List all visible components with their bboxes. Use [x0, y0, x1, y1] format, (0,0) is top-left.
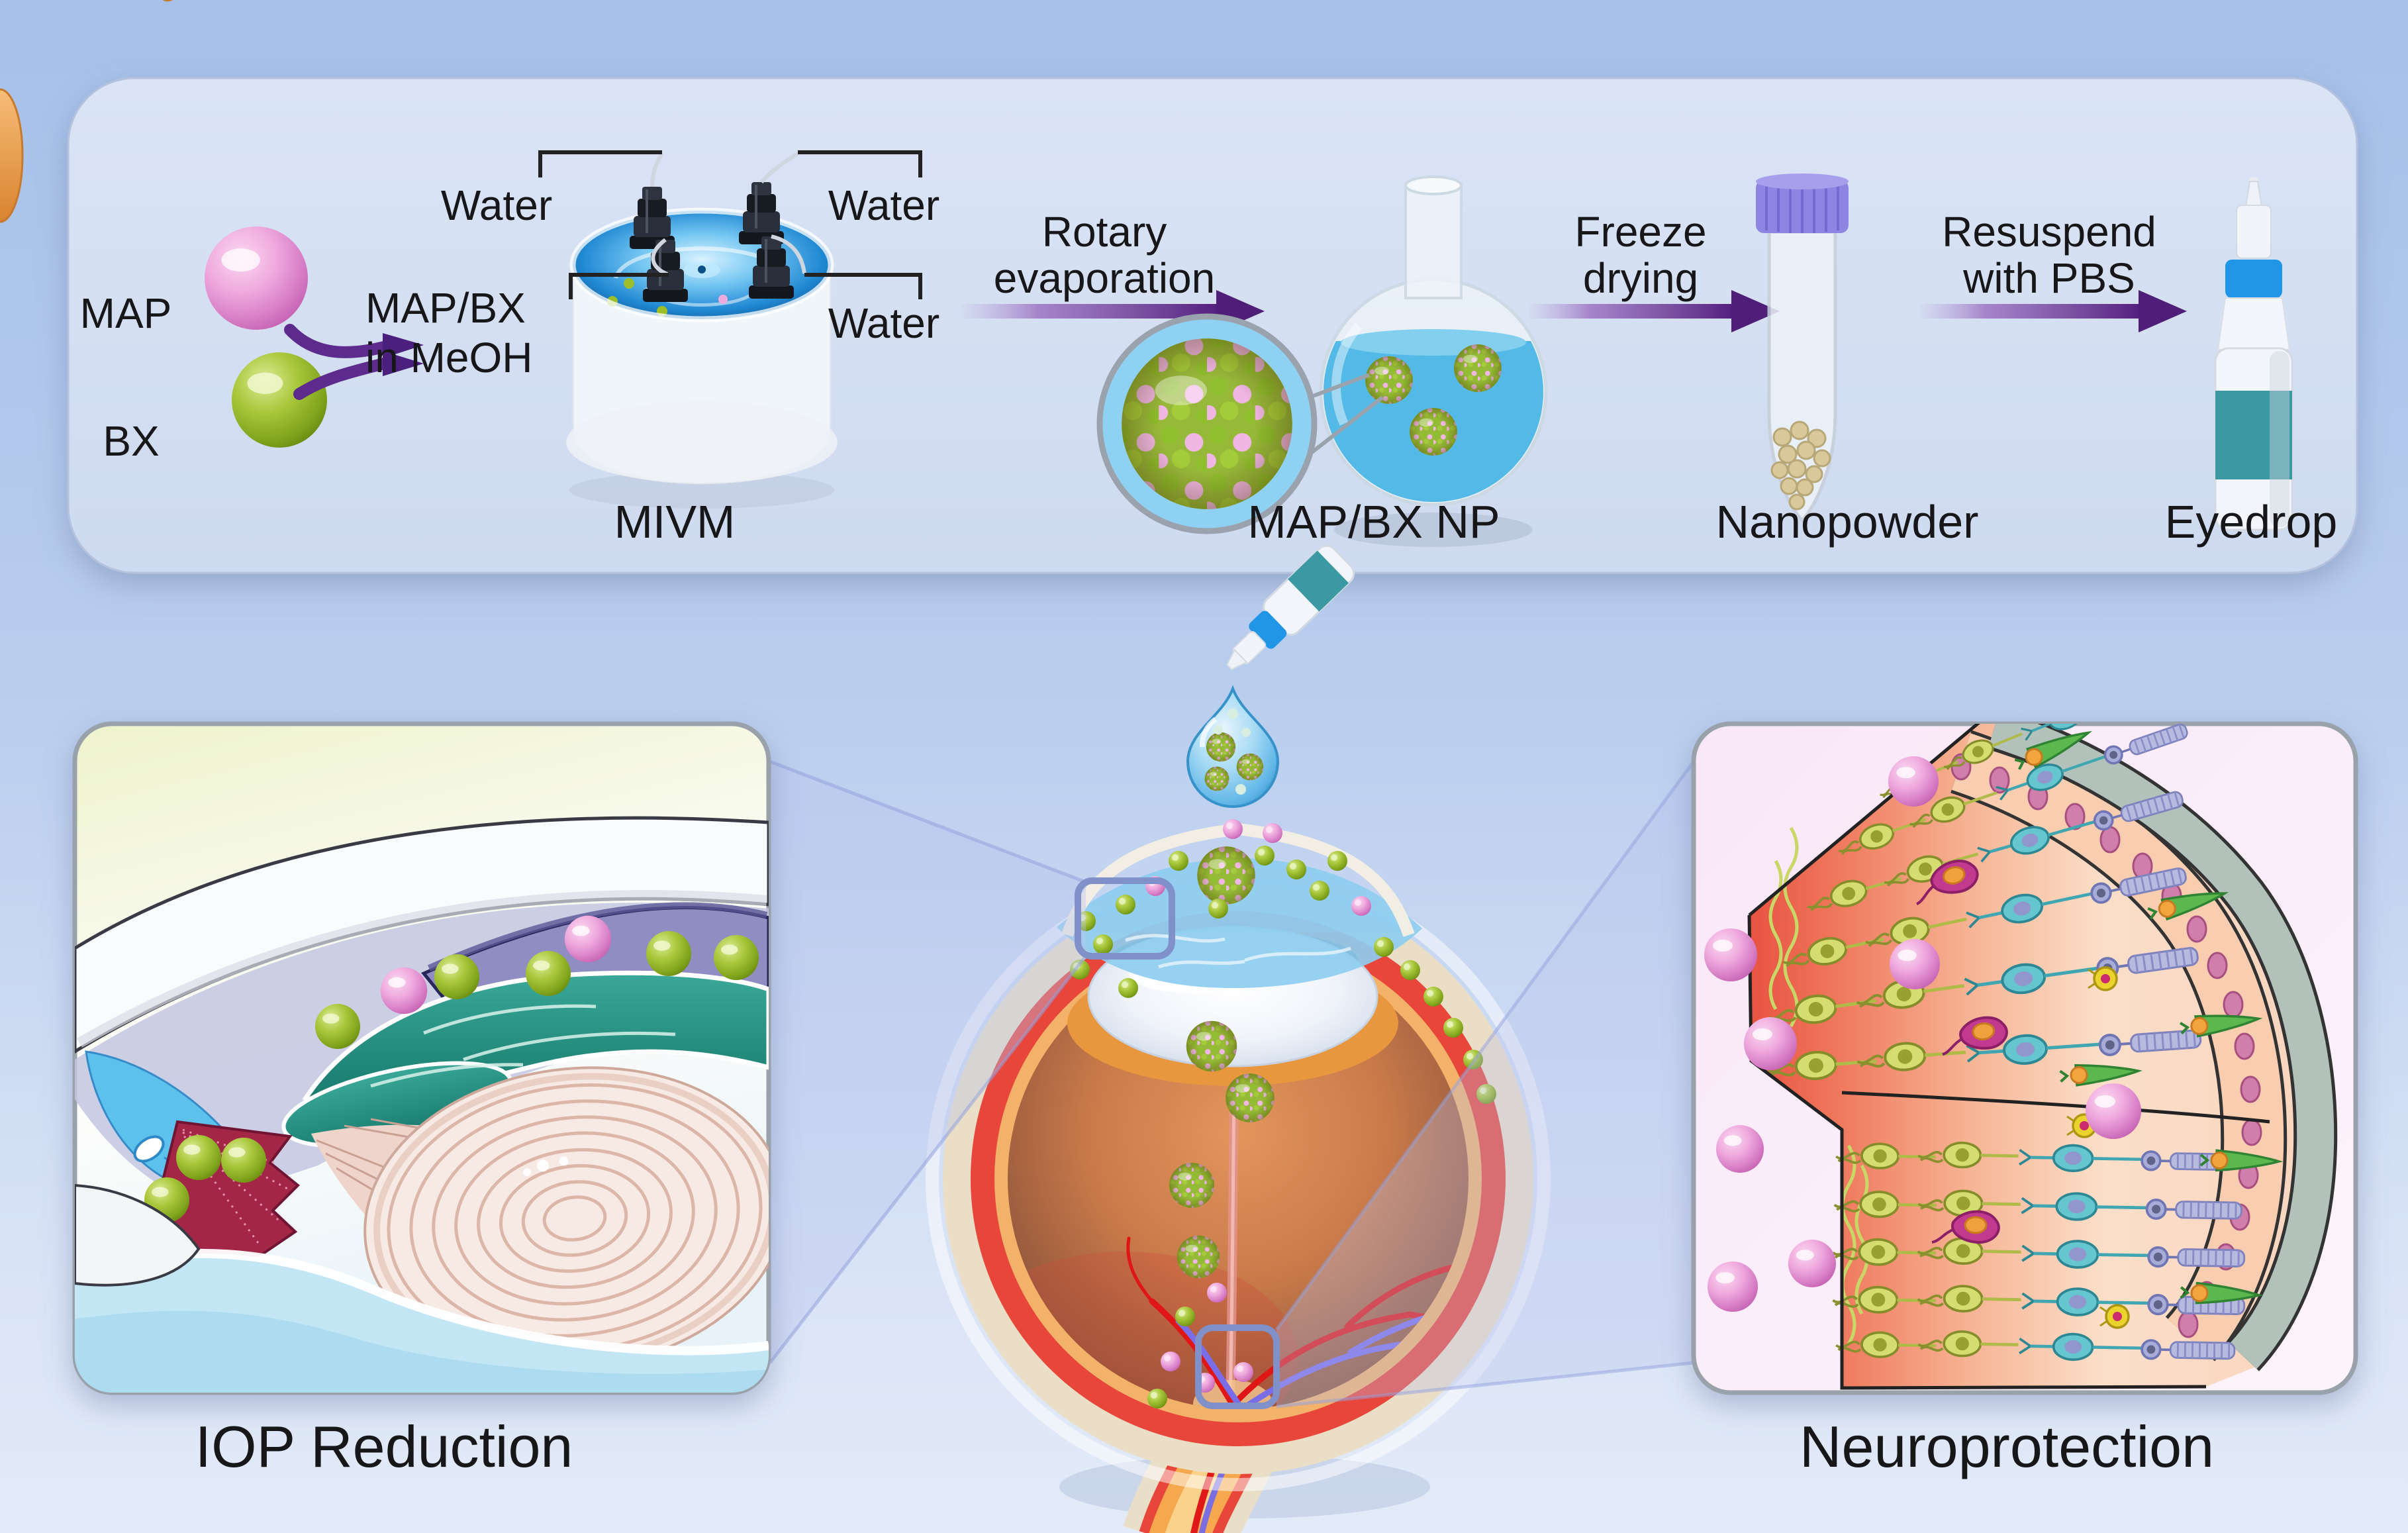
arrow-rotary-evaporation: Rotary evaporation — [961, 208, 1265, 332]
rotary-line2: evaporation — [994, 254, 1215, 302]
neuro-caption: Neuroprotection — [1800, 1414, 2214, 1479]
eyedrop-droplet — [1186, 685, 1280, 808]
tear-film-streaks — [1125, 934, 1351, 969]
water-label-top-right: Water — [828, 181, 939, 229]
map-molecule: MAP — [80, 226, 308, 337]
eyedrop-bottle: Eyedrop — [2165, 177, 2338, 548]
nanopowder-tube: Nanopowder — [1716, 173, 1979, 548]
inlet-tubes — [650, 152, 806, 276]
arrow-freeze-drying: Freeze drying — [1529, 208, 1780, 332]
rotary-line1: Rotary — [1042, 208, 1167, 256]
freeze-line1: Freeze — [1574, 208, 1706, 256]
mivm-mixer: Water Water Water MIVM — [441, 150, 939, 548]
iop-caption: IOP Reduction — [195, 1414, 573, 1479]
anterior-chamber-illustration — [75, 816, 769, 1393]
zoom-indicator-retina — [1195, 1324, 1280, 1409]
meoh-label-line1: MAP/BX — [365, 284, 526, 332]
water-label-top-left: Water — [441, 181, 552, 229]
bx-label: BX — [103, 417, 159, 465]
mixing-arrows-icon — [284, 324, 424, 400]
dropper-bottle-icon — [1226, 544, 1355, 671]
freeze-line2: drying — [1583, 254, 1698, 302]
water-label-mid-right: Water — [828, 299, 939, 347]
resuspend-line1: Resuspend — [1942, 208, 2156, 256]
nanopowder-caption: Nanopowder — [1716, 496, 1979, 548]
mivm-caption: MIVM — [614, 496, 736, 548]
nerve-fiber-layer — [1768, 826, 1869, 1346]
center-eye-scene — [0, 0, 1696, 1533]
schlemm-canal — [133, 1135, 165, 1163]
bx-molecule: BX — [103, 352, 327, 465]
iop-panel: IOP Reduction — [72, 721, 771, 1479]
powder-particles — [1770, 420, 1831, 511]
arrow-resuspend-pbs: Resuspend with PBS — [1920, 208, 2187, 332]
map-label: MAP — [80, 289, 172, 337]
zoom-indicator-anterior — [1075, 877, 1175, 960]
eyedrop-caption: Eyedrop — [2165, 496, 2338, 548]
process-panel: MAP BX MAP/BX in MeOH — [67, 77, 2358, 574]
zoom-funnels — [769, 760, 1696, 1409]
resuspend-line2: with PBS — [1962, 254, 2135, 302]
np-caption: MAP/BX NP — [1247, 496, 1500, 548]
neuro-panel: Neuroprotection — [1691, 721, 2358, 1479]
meoh-label-line2: in MeOH — [365, 334, 533, 381]
flask-map-bx-np: MAP/BX NP — [1096, 175, 1548, 548]
meoh-label: MAP/BX in MeOH — [365, 284, 533, 381]
eyeball-illustration — [0, 0, 1551, 1533]
feed-brackets — [538, 150, 922, 299]
sector-division — [1841, 1091, 2270, 1124]
choroid-band — [1988, 724, 2335, 1369]
np-structure-zoom — [1096, 313, 1384, 534]
retina-illustration — [1704, 724, 2338, 1390]
